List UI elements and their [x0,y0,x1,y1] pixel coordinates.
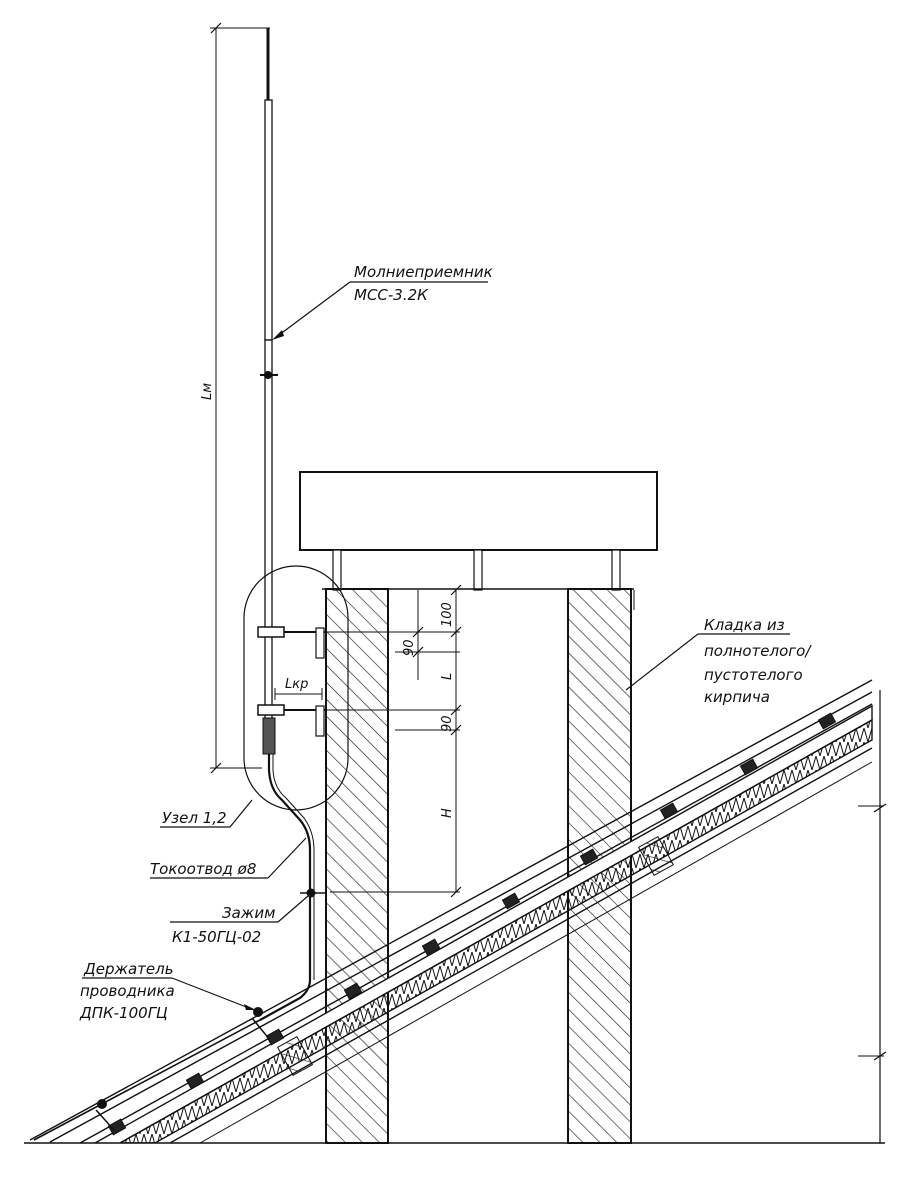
holder-label-2: проводника [80,982,175,1000]
masonry-label-3: пустотелого [704,666,803,684]
dim-lm-label: Lм [200,383,215,400]
lightning-rod-label-2: МСС-3.2К [354,286,429,304]
down-conductor-wire [259,754,312,1021]
callout-clamp: Зажим К1-50ГЦ-02 [170,895,309,946]
dim-90-bottom-label: 90 [440,715,455,732]
chimney-cap [299,471,658,551]
node-label: Узел 1,2 [162,809,227,827]
dim-lm: Lм [200,22,270,774]
dim-l-label: L [440,673,455,680]
dim-lkp: Lкр [274,677,323,700]
callout-node: Узел 1,2 [160,799,253,828]
dim-90-top-label: 90 [402,639,417,656]
cap-supports [332,549,621,591]
mast-bracket-lower [257,704,395,737]
down-conductor-label: Токоотвод ø8 [150,860,256,878]
mast-base-connector [262,717,276,755]
dim-h-label: H [440,808,455,818]
dim-100-label: 100 [440,602,455,627]
clamp-k1 [300,888,326,898]
callout-lightning-rod: Молниеприемник МСС-3.2К [272,263,493,340]
lightning-rod-label-1: Молниеприемник [354,263,493,281]
masonry-label-1: Кладка из [704,616,785,634]
clamp-label-1: Зажим [222,904,275,922]
holder-label-1: Держатель [83,960,174,978]
callout-down-conductor: Токоотвод ø8 [150,837,307,879]
callout-holder: Держатель проводника ДПК-100ГЦ [79,960,256,1022]
holder-label-3: ДПК-100ГЦ [79,1004,168,1022]
masonry-label-4: кирпича [704,688,770,706]
masonry-label-2: полнотелого/ [704,642,812,660]
roof-assembly [29,679,873,1143]
dim-lkp-label: Lкр [285,677,308,692]
chimney-wall-left [325,588,389,1144]
lightning-rod [260,28,278,731]
conductor-holders [95,1007,271,1131]
clamp-label-2: К1-50ГЦ-02 [172,928,261,946]
callout-masonry: Кладка из полнотелого/ пустотелого кирпи… [625,616,812,706]
node-outline [243,565,349,811]
mast-bracket-upper [257,626,395,659]
dim-chain-vertical: 100 90 L 90 H [330,584,462,898]
